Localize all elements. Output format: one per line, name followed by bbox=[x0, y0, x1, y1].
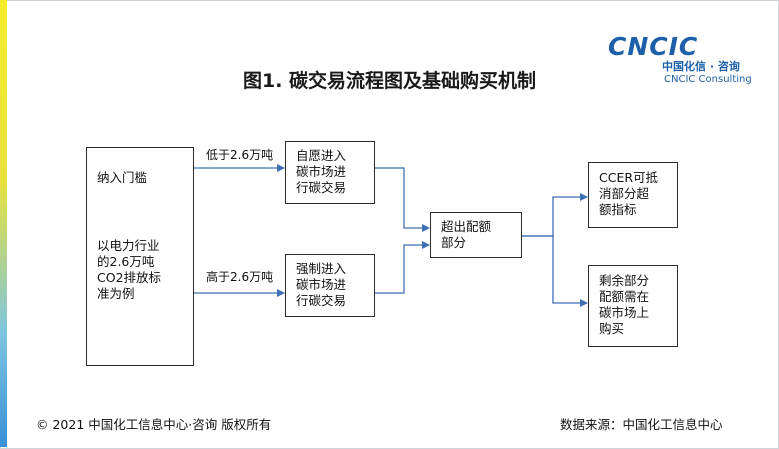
threshold-box: 纳入门槛 以电力行业 的2.6万吨 CO2排放标 准为例 bbox=[86, 147, 194, 366]
mandatory-line: 碳市场进 bbox=[296, 277, 347, 292]
logo-wordmark: CNCIC bbox=[608, 32, 699, 61]
remaining-line: 剩余部分 bbox=[599, 273, 650, 288]
threshold-line: 以电力行业 bbox=[97, 238, 160, 253]
remaining-purchase-box: 剩余部分 配额需在 碳市场上 购买 bbox=[588, 265, 678, 347]
arrow-mandatory-to-excess bbox=[375, 241, 430, 294]
remaining-line: 配额需在 bbox=[599, 289, 650, 304]
voluntary-line: 碳市场进 bbox=[296, 164, 347, 179]
arrow-voluntary-to-excess bbox=[375, 167, 430, 232]
ccer-line: 消部分超 bbox=[599, 186, 650, 201]
excess-line: 部分 bbox=[441, 235, 467, 250]
arrow-to-ccer bbox=[522, 193, 588, 237]
voluntary-line: 自愿进入 bbox=[296, 148, 347, 163]
logo-chinese-name: 中国化信 · 咨询 bbox=[662, 60, 740, 73]
ccer-line: CCER可抵 bbox=[599, 170, 659, 185]
mandatory-line: 行碳交易 bbox=[296, 293, 347, 308]
ccer-offset-box: CCER可抵 消部分超 额指标 bbox=[588, 162, 678, 228]
excess-quota-box: 超出配额 部分 bbox=[430, 212, 522, 258]
mandatory-entry-box: 强制进入 碳市场进 行碳交易 bbox=[285, 254, 375, 317]
ccer-line: 额指标 bbox=[599, 202, 637, 217]
threshold-line: CO2排放标 bbox=[97, 270, 162, 285]
mandatory-line: 强制进入 bbox=[296, 261, 347, 276]
data-source-text: 数据来源：中国化工信息中心 bbox=[560, 417, 723, 432]
remaining-line: 碳市场上 bbox=[599, 305, 650, 320]
figure-title: 图1. 碳交易流程图及基础购买机制 bbox=[242, 70, 537, 92]
threshold-line: 的2.6万吨 bbox=[97, 254, 155, 269]
copyright-text: © 2021 中国化工信息中心·咨询 版权所有 bbox=[36, 417, 272, 432]
label-above-threshold: 高于2.6万吨 bbox=[206, 270, 274, 284]
remaining-line: 购买 bbox=[599, 321, 625, 336]
cncic-logo: CNCIC 中国化信 · 咨询 CNCIC Consulting bbox=[604, 30, 754, 90]
voluntary-line: 行碳交易 bbox=[296, 180, 347, 195]
label-below-threshold: 低于2.6万吨 bbox=[206, 148, 274, 162]
excess-line: 超出配额 bbox=[441, 219, 492, 234]
voluntary-entry-box: 自愿进入 碳市场进 行碳交易 bbox=[285, 141, 375, 204]
threshold-line: 准为例 bbox=[97, 286, 135, 301]
logo-english-name: CNCIC Consulting bbox=[664, 74, 752, 85]
accent-bar bbox=[0, 0, 7, 447]
arrow-to-remaining bbox=[522, 235, 588, 307]
threshold-title: 纳入门槛 bbox=[97, 170, 148, 185]
